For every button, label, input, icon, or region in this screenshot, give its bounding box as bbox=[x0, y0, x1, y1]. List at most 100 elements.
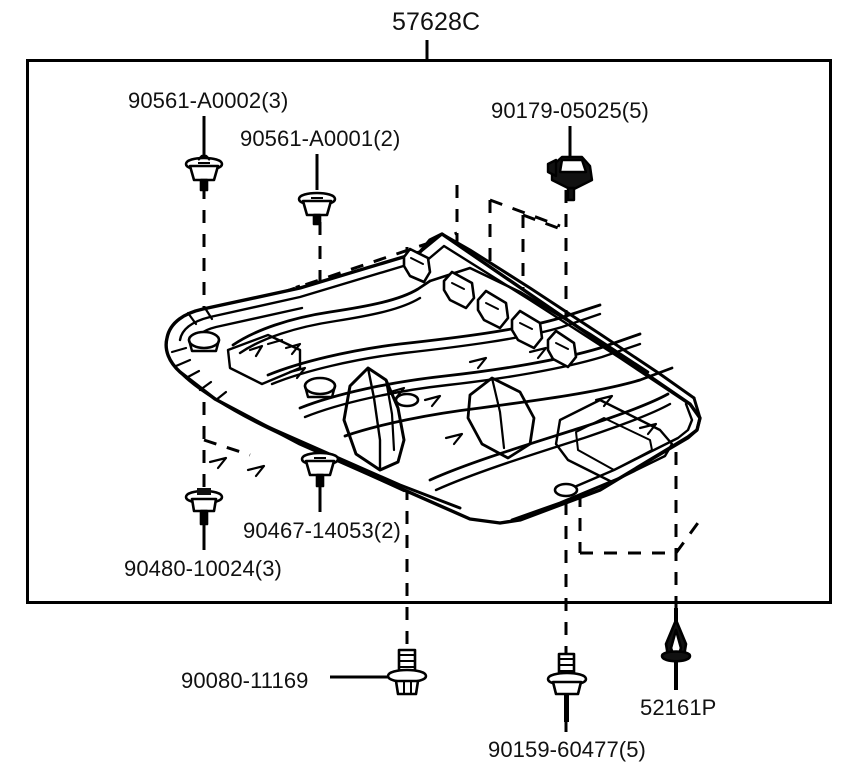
clip-90467-body bbox=[304, 459, 336, 477]
fastener-90561-a0002 bbox=[184, 154, 224, 192]
clip-90480-top bbox=[197, 488, 211, 495]
proj-line-br-d bbox=[674, 519, 702, 554]
shield-rear-skirt bbox=[510, 396, 702, 522]
tab-seat-5 bbox=[555, 342, 569, 350]
part-label-90159-60477: 90159-60477(5) bbox=[488, 737, 646, 762]
bolt-90159-collar bbox=[551, 680, 583, 696]
clip-90179-stem bbox=[566, 186, 576, 202]
part-label-90561-a0002: 90561-A0002(3) bbox=[128, 88, 289, 113]
detail-mark-4 bbox=[266, 338, 284, 346]
fastener-90467-14053 bbox=[300, 451, 340, 488]
detail-mark-13 bbox=[638, 422, 658, 436]
shield-front-edge-lower2 bbox=[188, 378, 406, 493]
shield-corner-pocket bbox=[554, 398, 674, 484]
shield-hole-90159 bbox=[553, 482, 579, 498]
lip-tick-7 bbox=[203, 306, 214, 321]
diagram-frame bbox=[26, 59, 832, 604]
pin-52161-stem-up bbox=[674, 608, 678, 624]
shield-lower-rib-panel2 bbox=[434, 402, 672, 492]
engine-under-cover-illustration bbox=[164, 232, 702, 525]
bolt-90159-threads bbox=[559, 658, 574, 672]
detail-mark-11 bbox=[246, 464, 266, 478]
detail-mark-7 bbox=[468, 356, 488, 370]
rear-tab-clip-seats bbox=[410, 257, 569, 350]
shield-center-dome-ridge bbox=[231, 279, 432, 347]
part-label-90080-11169: 90080-11169 bbox=[181, 668, 309, 693]
tab-seat-4 bbox=[519, 322, 533, 330]
clip-a0002-body bbox=[188, 164, 220, 182]
detail-mark-6 bbox=[423, 394, 442, 408]
assembly-title-label: 57628C bbox=[392, 8, 481, 36]
pin-52161-collar bbox=[660, 650, 692, 663]
rear-mount-tab-5 bbox=[546, 329, 578, 369]
detail-mark-8 bbox=[528, 346, 548, 360]
proj-line-ur bbox=[489, 198, 561, 228]
shield-center-deflector-fold2 bbox=[384, 378, 396, 452]
surface-detail-marks bbox=[208, 338, 658, 478]
shield-center-deflector-fold bbox=[366, 366, 382, 472]
part-label-90480-10024: 90480-10024(3) bbox=[124, 556, 282, 581]
shield-rear-panel-mid bbox=[428, 266, 650, 374]
rear-mount-tabs bbox=[402, 247, 578, 369]
shield-corner-pocket-inner bbox=[575, 417, 653, 471]
fastener-90561-a0001 bbox=[297, 191, 337, 226]
fastener-90480-10024 bbox=[184, 488, 224, 526]
pin-52161-stem-down bbox=[674, 662, 678, 690]
lip-tick-6 bbox=[186, 311, 198, 326]
hole-boss-90480 bbox=[187, 338, 221, 353]
fastener-90159-60477 bbox=[546, 652, 588, 722]
detail-mark-2 bbox=[284, 342, 302, 356]
clip-a0001-stem bbox=[312, 213, 322, 226]
rear-mount-tab-2 bbox=[442, 270, 476, 310]
part-label-90179-05025: 90179-05025(5) bbox=[491, 98, 649, 123]
part-label-90561-a0001: 90561-A0001(2) bbox=[240, 126, 401, 151]
shield-right-deflector-fold bbox=[490, 376, 506, 450]
detail-mark-12 bbox=[594, 394, 614, 408]
shield-center-deflector bbox=[342, 366, 406, 472]
detail-mark-3 bbox=[288, 366, 307, 380]
fastener-90080-11169 bbox=[386, 648, 428, 696]
shield-hole-90467 bbox=[303, 376, 337, 396]
detail-mark-10 bbox=[208, 456, 228, 470]
tab-seat-3 bbox=[485, 302, 499, 310]
part-label-52161p: 52161P bbox=[640, 695, 717, 720]
proj-line-ur2 bbox=[522, 213, 567, 233]
bolt-90080-hexhead bbox=[394, 679, 420, 696]
detail-mark-9 bbox=[444, 432, 464, 446]
shield-clip-holes bbox=[187, 330, 579, 498]
detail-mark-1 bbox=[248, 344, 264, 358]
clip-a0002-stem bbox=[199, 178, 209, 192]
bolt-90159-tail bbox=[564, 694, 569, 722]
hole-boss-90467 bbox=[303, 384, 337, 399]
shield-lower-rib-panel bbox=[428, 392, 670, 482]
shield-rear-panel-top bbox=[418, 232, 696, 400]
lip-tick-3 bbox=[184, 369, 201, 380]
fastener-52161p bbox=[660, 608, 692, 690]
fastener-90179-05025 bbox=[546, 155, 594, 202]
lip-tick-1 bbox=[170, 346, 188, 354]
shield-hole-90080 bbox=[394, 392, 420, 408]
shield-hole-90480 bbox=[187, 330, 221, 350]
clip-a0001-body bbox=[301, 199, 333, 217]
tab-seat-1 bbox=[410, 257, 424, 265]
proj-line-bl bbox=[203, 438, 251, 457]
clip-90480-stem bbox=[199, 509, 209, 526]
bolt-90080-threads bbox=[399, 654, 415, 668]
shield-rear-skirt2 bbox=[556, 402, 694, 496]
shield-main-rib-3 bbox=[343, 366, 674, 438]
shield-rear-panel-top2 bbox=[423, 244, 688, 404]
clip-a0002-cap bbox=[197, 154, 211, 161]
shield-left-recess bbox=[226, 333, 302, 386]
shield-lip-ticks bbox=[170, 306, 228, 402]
part-label-90467-14053: 90467-14053(2) bbox=[243, 518, 401, 543]
shield-center-dome-ridge2 bbox=[238, 296, 422, 355]
clip-90179-top bbox=[558, 158, 588, 174]
shield-clip-hole-bosses bbox=[187, 338, 337, 399]
clip-90179-tab bbox=[546, 158, 558, 178]
rear-mount-tab-3 bbox=[476, 289, 510, 330]
tab-seat-2 bbox=[451, 282, 465, 290]
clip-90467-stem bbox=[315, 473, 325, 488]
rear-mount-tab-4 bbox=[510, 309, 544, 350]
